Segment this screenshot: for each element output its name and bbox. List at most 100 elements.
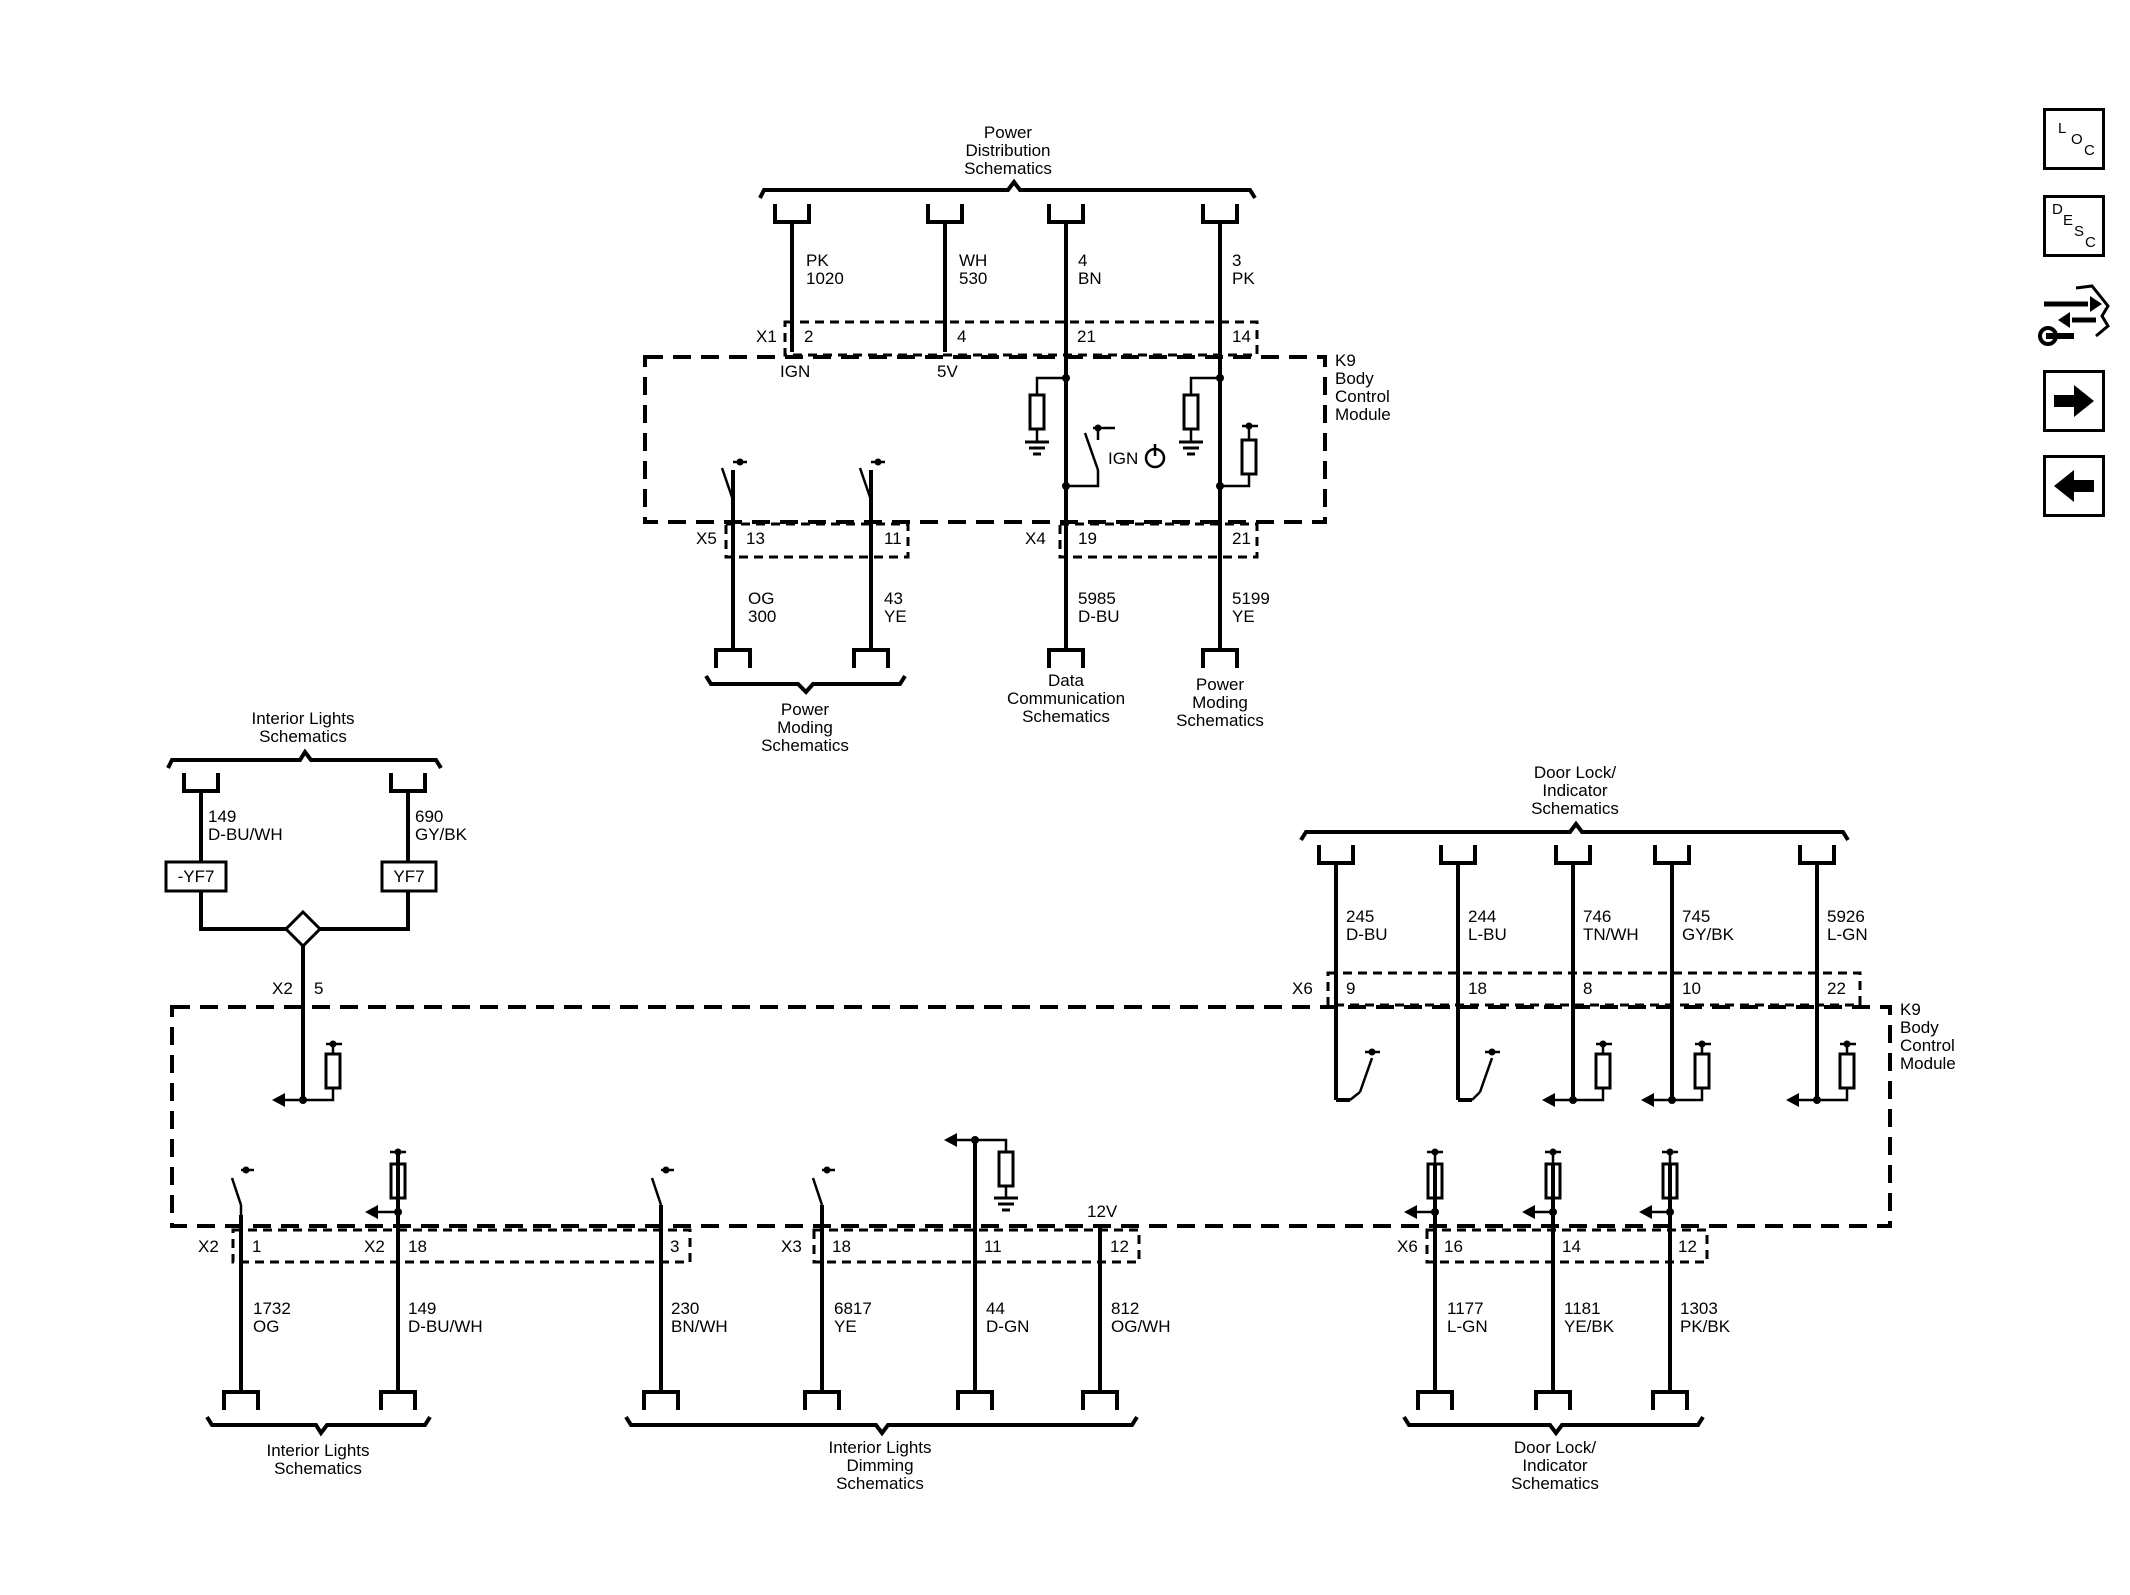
terminal — [926, 202, 964, 224]
description-button[interactable]: D E S C — [2043, 195, 2105, 257]
terminal — [773, 202, 811, 224]
lower-pin-labels: 1 18 3 18 11 12 16 14 12 — [252, 1237, 1697, 1256]
svg-text:D-BU/WH: D-BU/WH — [408, 1317, 483, 1336]
wire-color: GY/BK — [415, 825, 468, 844]
pin-label: 4 — [957, 327, 966, 346]
svg-text:YE/BK: YE/BK — [1564, 1317, 1615, 1336]
doorlock-top-bracket — [1299, 820, 1850, 842]
pin-label: 9 — [1346, 979, 1355, 998]
upper-top-bracket — [758, 178, 1257, 200]
svg-text:300: 300 — [748, 607, 776, 626]
svg-text:YE: YE — [834, 1317, 857, 1336]
interior-top-label: Interior Lights Schematics — [252, 709, 355, 746]
svg-text:18: 18 — [832, 1237, 851, 1256]
location-button[interactable]: L O C — [2043, 108, 2105, 170]
ign-switch-label: IGN — [1108, 449, 1138, 468]
pin-label: 21 — [1077, 327, 1096, 346]
terminal — [389, 771, 427, 793]
svg-text:745: 745 — [1682, 907, 1710, 926]
pin-label: 10 — [1682, 979, 1701, 998]
pin-label: 5 — [314, 979, 323, 998]
svg-text:245: 245 — [1346, 907, 1374, 926]
svg-text:1181: 1181 — [1564, 1299, 1601, 1318]
pin-label: 21 — [1232, 529, 1251, 548]
wire-circuit: 530 — [959, 269, 987, 288]
svg-text:Schematics: Schematics — [259, 727, 347, 746]
doorlock-top-wires — [1317, 843, 1836, 1100]
terminal — [1201, 648, 1239, 670]
svg-text:16: 16 — [1444, 1237, 1463, 1256]
previous-page-button[interactable] — [2043, 455, 2105, 517]
svg-text:PK/BK: PK/BK — [1680, 1317, 1731, 1336]
doorlock-top-label: Door Lock/ Indicator Schematics — [1531, 763, 1619, 818]
svg-text:12: 12 — [1678, 1237, 1697, 1256]
arrow-left-icon — [2054, 470, 2094, 502]
interior-bottom-bracket — [205, 1415, 432, 1437]
pin-label: 8 — [1583, 979, 1592, 998]
lower-terminals — [222, 1390, 1689, 1412]
upper-bottom-labels: OG 300 43 YE 5985 D-BU 5199 YE — [748, 589, 1270, 626]
upper-internal-circuit — [720, 374, 1258, 510]
svg-text:18: 18 — [408, 1237, 427, 1256]
upper-destinations: Power Moding Schematics Data Communicati… — [761, 671, 1264, 755]
svg-text:Schematics: Schematics — [1531, 799, 1619, 818]
svg-text:Power: Power — [781, 700, 830, 719]
loc-letter: L — [2058, 120, 2067, 137]
svg-text:Schematics: Schematics — [1176, 711, 1264, 730]
wire-color: BN — [1078, 269, 1102, 288]
desc-letter: E — [2063, 212, 2074, 229]
desc-letter: D — [2052, 201, 2063, 218]
module-label: Module — [1900, 1054, 1956, 1073]
svg-text:GY/BK: GY/BK — [1682, 925, 1735, 944]
svg-text:Moding: Moding — [777, 718, 833, 737]
svg-text:14: 14 — [1562, 1237, 1581, 1256]
svg-text:244: 244 — [1468, 907, 1496, 926]
doorlock-top-labels: 245 D-BU 244 L-BU 746 TN/WH 745 GY/BK 59… — [1346, 907, 1868, 944]
svg-text:Communication: Communication — [1007, 689, 1125, 708]
svg-text:Data: Data — [1048, 671, 1084, 690]
connector-x1-label: X1 — [756, 327, 777, 346]
lower-wires — [239, 1140, 1672, 1392]
svg-text:Power: Power — [1196, 675, 1245, 694]
splice-box-neg-yf7 — [164, 860, 228, 893]
svg-text:11: 11 — [984, 1237, 1002, 1256]
wire-circuit: 4 — [1078, 251, 1087, 270]
connector-x4-outline — [1058, 522, 1259, 559]
k9-module-outline-lower — [170, 1005, 1892, 1228]
terminal — [714, 648, 752, 670]
svg-text:Schematics: Schematics — [274, 1459, 362, 1478]
pin-label: 19 — [1078, 529, 1097, 548]
connector-x3-outline — [812, 1228, 1141, 1264]
splice-diamond — [283, 909, 323, 949]
svg-text:44: 44 — [986, 1299, 1005, 1318]
terminal — [1201, 202, 1239, 224]
next-page-button[interactable] — [2043, 370, 2105, 432]
pin-label: 13 — [746, 529, 765, 548]
svg-text:3: 3 — [670, 1237, 679, 1256]
wire-circuit: 1020 — [806, 269, 844, 288]
svg-text:YE: YE — [884, 607, 907, 626]
connector-x5-label: X5 — [696, 529, 717, 548]
connector-label: X3 — [781, 1237, 802, 1256]
svg-text:Door Lock/: Door Lock/ — [1534, 763, 1616, 782]
connector-repair-icon[interactable] — [2036, 278, 2112, 350]
wire-circuit: 690 — [415, 807, 443, 826]
svg-text:Interior Lights: Interior Lights — [829, 1438, 932, 1457]
terminal — [852, 648, 890, 670]
svg-text:12: 12 — [1110, 1237, 1129, 1256]
pin-label: 14 — [1232, 327, 1251, 346]
module-label: Module — [1335, 405, 1391, 424]
desc-letter: C — [2085, 234, 2096, 251]
svg-text:1: 1 — [252, 1237, 261, 1256]
connector-x5-outline — [724, 522, 910, 559]
loc-letter: O — [2071, 131, 2083, 148]
svg-text:L-BU: L-BU — [1468, 925, 1507, 944]
svg-text:149: 149 — [408, 1299, 436, 1318]
svg-text:Schematics: Schematics — [761, 736, 849, 755]
svg-text:1303: 1303 — [1680, 1299, 1718, 1318]
svg-text:Moding: Moding — [1192, 693, 1248, 712]
svg-text:OG: OG — [253, 1317, 279, 1336]
svg-text:YE: YE — [1232, 607, 1255, 626]
splice-label: -YF7 — [178, 867, 215, 886]
svg-text:BN/WH: BN/WH — [671, 1317, 728, 1336]
